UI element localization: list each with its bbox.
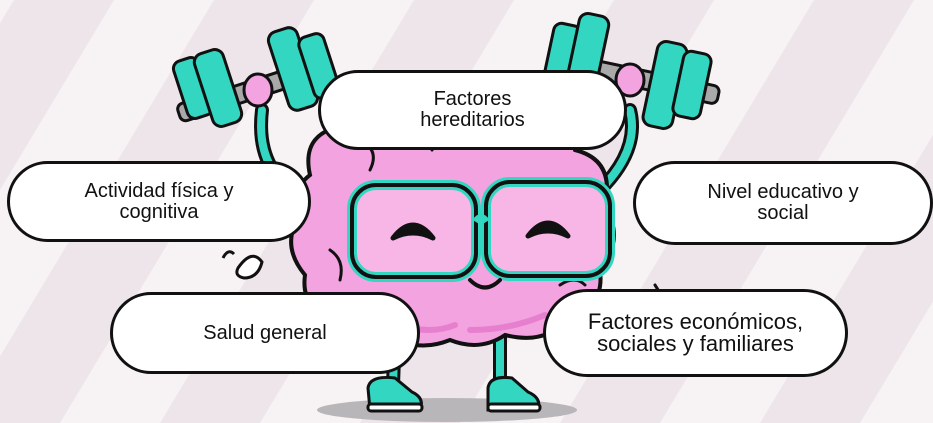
sneaker-icon	[486, 376, 542, 413]
factor-activity-bubble: Actividad física y cognitiva	[7, 161, 311, 242]
factor-education-bubble: Nivel educativo y social	[633, 161, 933, 245]
factor-economic-line1: Factores económicos,	[587, 309, 804, 334]
sneaker-icon	[366, 376, 424, 413]
factor-activity-line2: cognitiva	[119, 200, 199, 223]
factor-economic-bubble: Factores económicos, sociales y familiar…	[543, 289, 848, 377]
factor-hereditary-bubble: Factores hereditarios	[318, 70, 627, 150]
factor-activity-line1: Actividad física y	[84, 179, 234, 202]
factor-health-line1: Salud general	[203, 321, 327, 344]
factor-health-bubble: Salud general	[110, 292, 420, 374]
factor-education-line1: Nivel educativo y	[707, 181, 859, 203]
factor-economic-line2: sociales y familiares	[597, 331, 794, 356]
smile	[468, 278, 502, 290]
eyes	[390, 220, 571, 241]
dumbbell-icon	[171, 26, 341, 128]
factor-hereditary-line1: Factores	[433, 88, 512, 110]
factor-hereditary-line2: hereditarios	[420, 109, 525, 131]
sweat-drops	[221, 250, 264, 280]
factor-education-line2: social	[757, 202, 809, 224]
